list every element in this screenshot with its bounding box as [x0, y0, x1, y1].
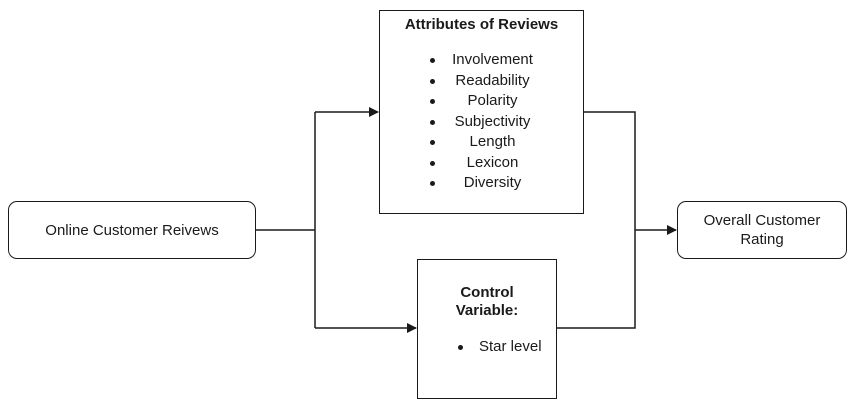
bullet-icon — [430, 99, 435, 104]
attribute-label: Subjectivity — [454, 112, 531, 130]
attributes-title: Attributes of Reviews — [404, 16, 559, 33]
bullet-icon — [430, 119, 435, 125]
control-variable-node: Control Variable: Star level — [417, 259, 557, 399]
attribute-item: Polarity — [380, 91, 583, 112]
overall-customer-rating-node: Overall Customer Rating — [677, 201, 847, 259]
connector-control-to-merge — [557, 230, 636, 329]
bullet-icon — [458, 345, 463, 350]
attribute-label: Readability — [455, 71, 530, 89]
online-customer-reviews-node: Online Customer Reivews — [8, 201, 256, 259]
attribute-label: Diversity — [463, 174, 522, 191]
connector-attributes-to-merge — [584, 111, 636, 230]
control-title-line: Control — [460, 284, 514, 301]
bullet-icon — [430, 58, 435, 63]
control-label: Star level — [479, 338, 542, 355]
bullet-icon — [430, 78, 435, 84]
attribute-item: Readability — [380, 71, 583, 92]
control-title: Control Variable: — [418, 284, 556, 320]
attribute-item: Length — [380, 132, 583, 153]
attribute-label: Polarity — [467, 92, 518, 109]
control-list: Star level — [418, 337, 556, 357]
online-customer-reviews-label: Online Customer Reivews — [45, 221, 219, 239]
overall-customer-rating-label: Overall Customer Rating — [703, 212, 821, 248]
attribute-item: Subjectivity — [380, 112, 583, 133]
bullet-icon — [430, 160, 435, 166]
attributes-list: Involvement Readability Polarity Subject… — [380, 50, 583, 194]
attribute-item: Lexicon — [380, 153, 583, 174]
attributes-of-reviews-node: Attributes of Reviews Involvement Readab… — [379, 10, 584, 214]
bullet-icon — [430, 181, 435, 186]
attribute-label: Involvement — [452, 51, 533, 68]
attribute-label: Lexicon — [466, 153, 519, 171]
attribute-item: Involvement — [380, 50, 583, 71]
attribute-item: Diversity — [380, 173, 583, 194]
bullet-icon — [430, 140, 435, 145]
control-title-line: Variable: — [455, 302, 519, 319]
control-item: Star level — [418, 337, 556, 357]
attribute-label: Length — [469, 133, 516, 150]
